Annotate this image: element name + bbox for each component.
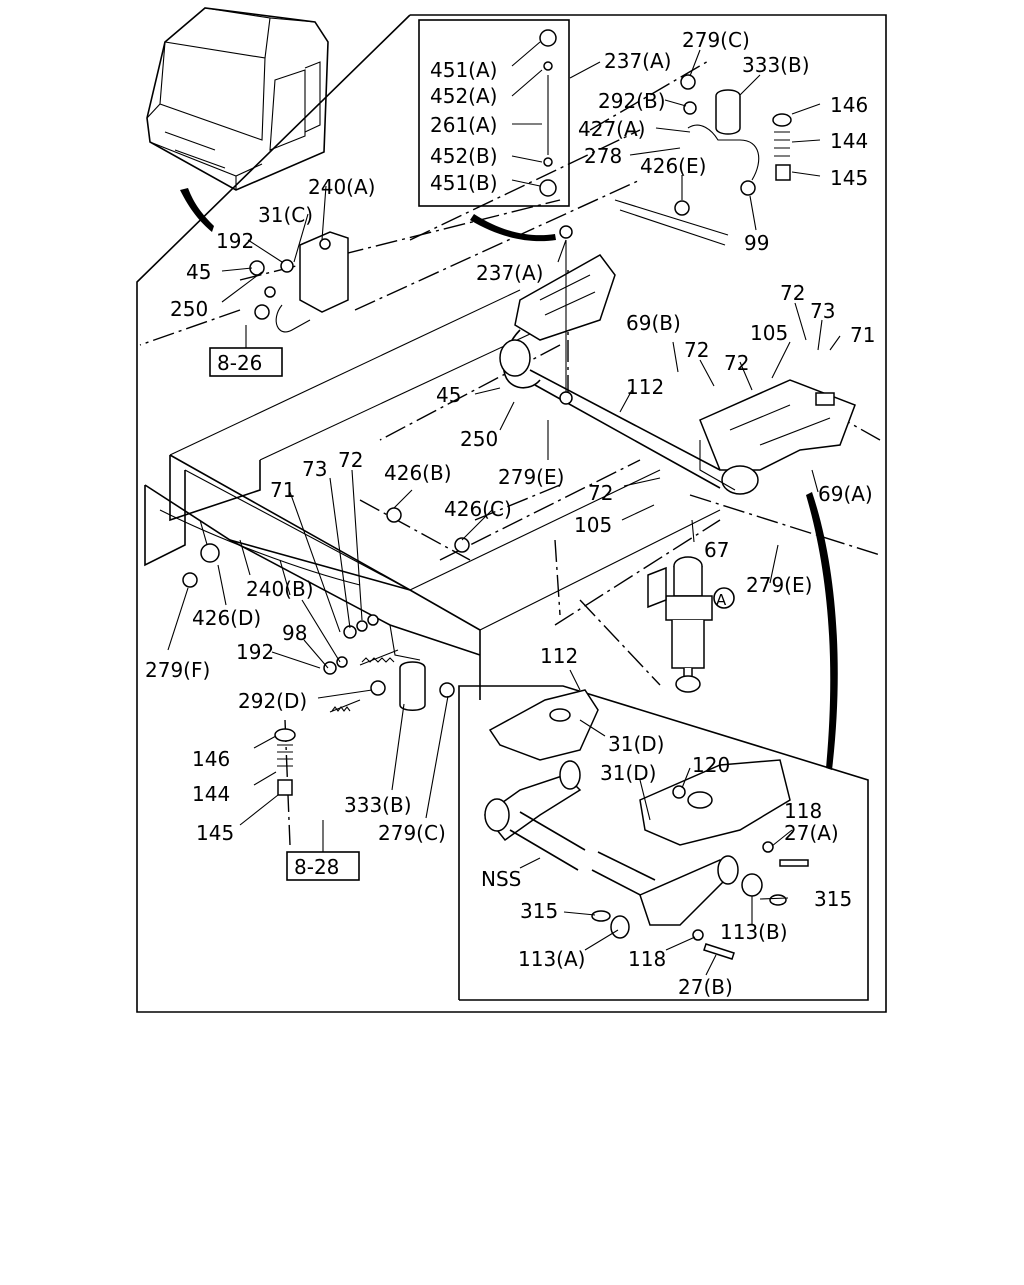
top-right-parts	[539, 29, 792, 405]
callout-279f: 279(F)	[145, 658, 210, 682]
callout-113b: 113(B)	[720, 920, 788, 944]
callout-71-left: 71	[270, 478, 295, 502]
callout-427a: 427(A)	[578, 117, 645, 141]
callout-labels: 451(A) 452(A) 261(A) 452(B) 451(B) 237(A…	[145, 28, 875, 999]
detail-inset-parts	[470, 214, 838, 960]
callout-426e: 426(E)	[640, 154, 706, 178]
callout-118-b: 118	[628, 947, 666, 971]
reference-boxes: 8-26 8-28	[209, 325, 360, 881]
callout-31d-a: 31(D)	[608, 732, 664, 756]
marker-a: A	[713, 587, 735, 609]
callout-192-top: 192	[216, 229, 254, 253]
callout-27a: 27(A)	[784, 821, 839, 845]
callout-120: 120	[692, 753, 730, 777]
callout-315-b: 315	[814, 887, 852, 911]
callout-112-mid: 112	[626, 375, 664, 399]
cab-mount-bracket	[249, 231, 349, 333]
ref-828-label: 8-28	[294, 855, 339, 879]
callout-45-top: 45	[186, 260, 211, 284]
callout-451b: 451(B)	[430, 171, 498, 195]
callout-67: 67	[704, 538, 729, 562]
callout-145-top: 145	[830, 166, 868, 190]
cab-illustration	[146, 7, 329, 232]
callout-118-a: 118	[784, 799, 822, 823]
callout-426d: 426(D)	[192, 606, 261, 630]
callout-146-top: 146	[830, 93, 868, 117]
callout-144-top: 144	[830, 129, 868, 153]
callout-315-a: 315	[520, 899, 558, 923]
callout-192-low: 192	[236, 640, 274, 664]
callout-279c-low: 279(C)	[378, 821, 446, 845]
nss-label: NSS	[481, 867, 521, 891]
callout-426c: 426(C)	[444, 497, 512, 521]
callout-146-low: 146	[192, 747, 230, 771]
callout-73-right: 73	[810, 299, 835, 323]
callout-45-mid: 45	[436, 383, 461, 407]
main-frame	[136, 14, 887, 1013]
callout-279e-mid: 279(E)	[498, 465, 564, 489]
callout-145-low: 145	[196, 821, 234, 845]
callout-105-top: 105	[750, 321, 788, 345]
callout-333b-low: 333(B)	[344, 793, 412, 817]
callout-261a: 261(A)	[430, 113, 497, 137]
callout-27b: 27(B)	[678, 975, 733, 999]
callout-279c-top: 279(C)	[682, 28, 750, 52]
callout-240b: 240(B)	[246, 577, 314, 601]
callout-31c: 31(C)	[258, 203, 313, 227]
detail-inset-frame	[458, 685, 869, 1001]
callout-292b: 292(B)	[598, 89, 666, 113]
callout-250-top: 250	[170, 297, 208, 321]
callout-333b-top: 333(B)	[742, 53, 810, 77]
marker-a-label: A	[716, 591, 727, 609]
callout-452a: 452(A)	[430, 84, 497, 108]
cross-member	[499, 254, 856, 495]
leader-lines	[139, 59, 881, 846]
callout-451a: 451(A)	[430, 58, 497, 82]
callout-69b: 69(B)	[626, 311, 681, 335]
callout-279e-right: 279(E)	[746, 573, 812, 597]
callout-69a: 69(A)	[818, 482, 873, 506]
callout-73-left: 73	[302, 457, 327, 481]
callout-278: 278	[584, 144, 622, 168]
callout-426b: 426(B)	[384, 461, 452, 485]
callout-72-d: 72	[588, 481, 613, 505]
callout-112-low: 112	[540, 644, 578, 668]
callout-72-left: 72	[338, 448, 363, 472]
callout-31d-b: 31(D)	[600, 761, 656, 785]
callout-250-mid: 250	[460, 427, 498, 451]
callout-240a: 240(A)	[308, 175, 375, 199]
callout-72-b: 72	[724, 351, 749, 375]
callout-113a: 113(A)	[518, 947, 585, 971]
callout-leaders	[167, 41, 841, 976]
shock-absorber	[647, 556, 713, 693]
callout-105-mid: 105	[574, 513, 612, 537]
callout-237a-mid: 237(A)	[476, 261, 543, 285]
callout-452b: 452(B)	[430, 144, 498, 168]
callout-237a-top: 237(A)	[604, 49, 671, 73]
callout-72-c: 72	[780, 281, 805, 305]
callout-98: 98	[282, 621, 307, 645]
ref-826-label: 8-26	[217, 351, 262, 375]
callout-72-a: 72	[684, 338, 709, 362]
callout-99: 99	[744, 231, 769, 255]
callout-292d: 292(D)	[238, 689, 307, 713]
callout-71-right: 71	[850, 323, 875, 347]
callout-144-low: 144	[192, 782, 230, 806]
lower-left-parts	[182, 507, 470, 796]
